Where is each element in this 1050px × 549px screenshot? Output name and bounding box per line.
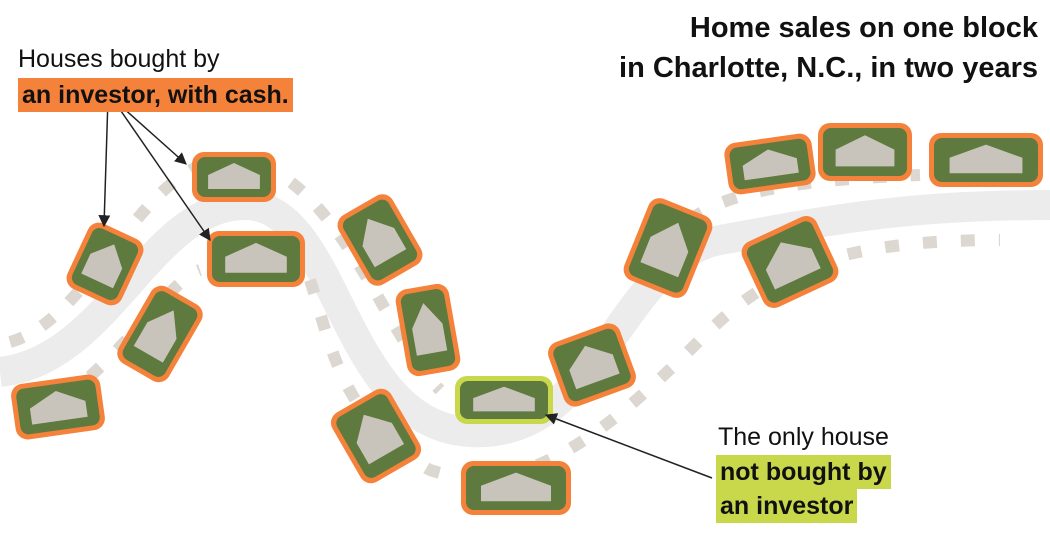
- investor-annotation-text: Houses bought by: [18, 45, 220, 73]
- house-icon: [835, 135, 895, 167]
- house-investor: [117, 285, 203, 383]
- house-icon: [362, 218, 407, 268]
- house-investor: [623, 198, 713, 298]
- house-icon: [949, 144, 1023, 174]
- house-investor: [192, 152, 276, 202]
- house-investor: [337, 194, 423, 286]
- house-icon: [569, 345, 620, 390]
- house-investor: [395, 283, 461, 377]
- non-investor-highlight-1: not bought by: [716, 455, 891, 489]
- arrow-to-house: [111, 97, 211, 241]
- house-investor: [741, 215, 839, 309]
- house-icon: [225, 242, 287, 273]
- house-icon: [356, 414, 405, 465]
- house-icon: [481, 472, 551, 502]
- house-investor: [724, 133, 816, 195]
- arrow-to-house: [544, 413, 713, 479]
- investor-annotation: Houses bought by an investor, with cash.: [18, 42, 293, 114]
- non-investor-highlight-2: an investor: [716, 489, 858, 523]
- house-non-investor: [455, 376, 553, 424]
- house-icon: [742, 149, 799, 181]
- house-investor: [929, 133, 1043, 187]
- house-icon: [473, 386, 535, 412]
- house-investor: [11, 374, 105, 440]
- non-investor-annotation-text: The only house: [718, 423, 889, 451]
- house-icon: [81, 244, 123, 289]
- investor-annotation-highlight: an investor, with cash.: [18, 78, 293, 112]
- house-icon: [765, 242, 821, 290]
- house-icon: [208, 163, 260, 189]
- house-investor: [207, 231, 305, 287]
- title-line-1: Home sales on one block: [689, 12, 1038, 44]
- non-investor-annotation: The only house not bought by an investor: [716, 420, 891, 523]
- house-icon: [640, 222, 689, 278]
- house-icon: [412, 303, 448, 356]
- house-icon: [29, 391, 88, 425]
- page-title: Home sales on one block in Charlotte, N.…: [619, 8, 1038, 88]
- house-investor: [818, 123, 912, 181]
- arrow-to-house: [98, 97, 111, 228]
- title-line-2: in Charlotte, N.C., in two years: [619, 52, 1038, 84]
- house-investor: [548, 323, 636, 407]
- house-investor: [461, 461, 571, 515]
- house-investor: [330, 388, 422, 484]
- house-investor: [66, 222, 144, 306]
- house-icon: [133, 310, 177, 363]
